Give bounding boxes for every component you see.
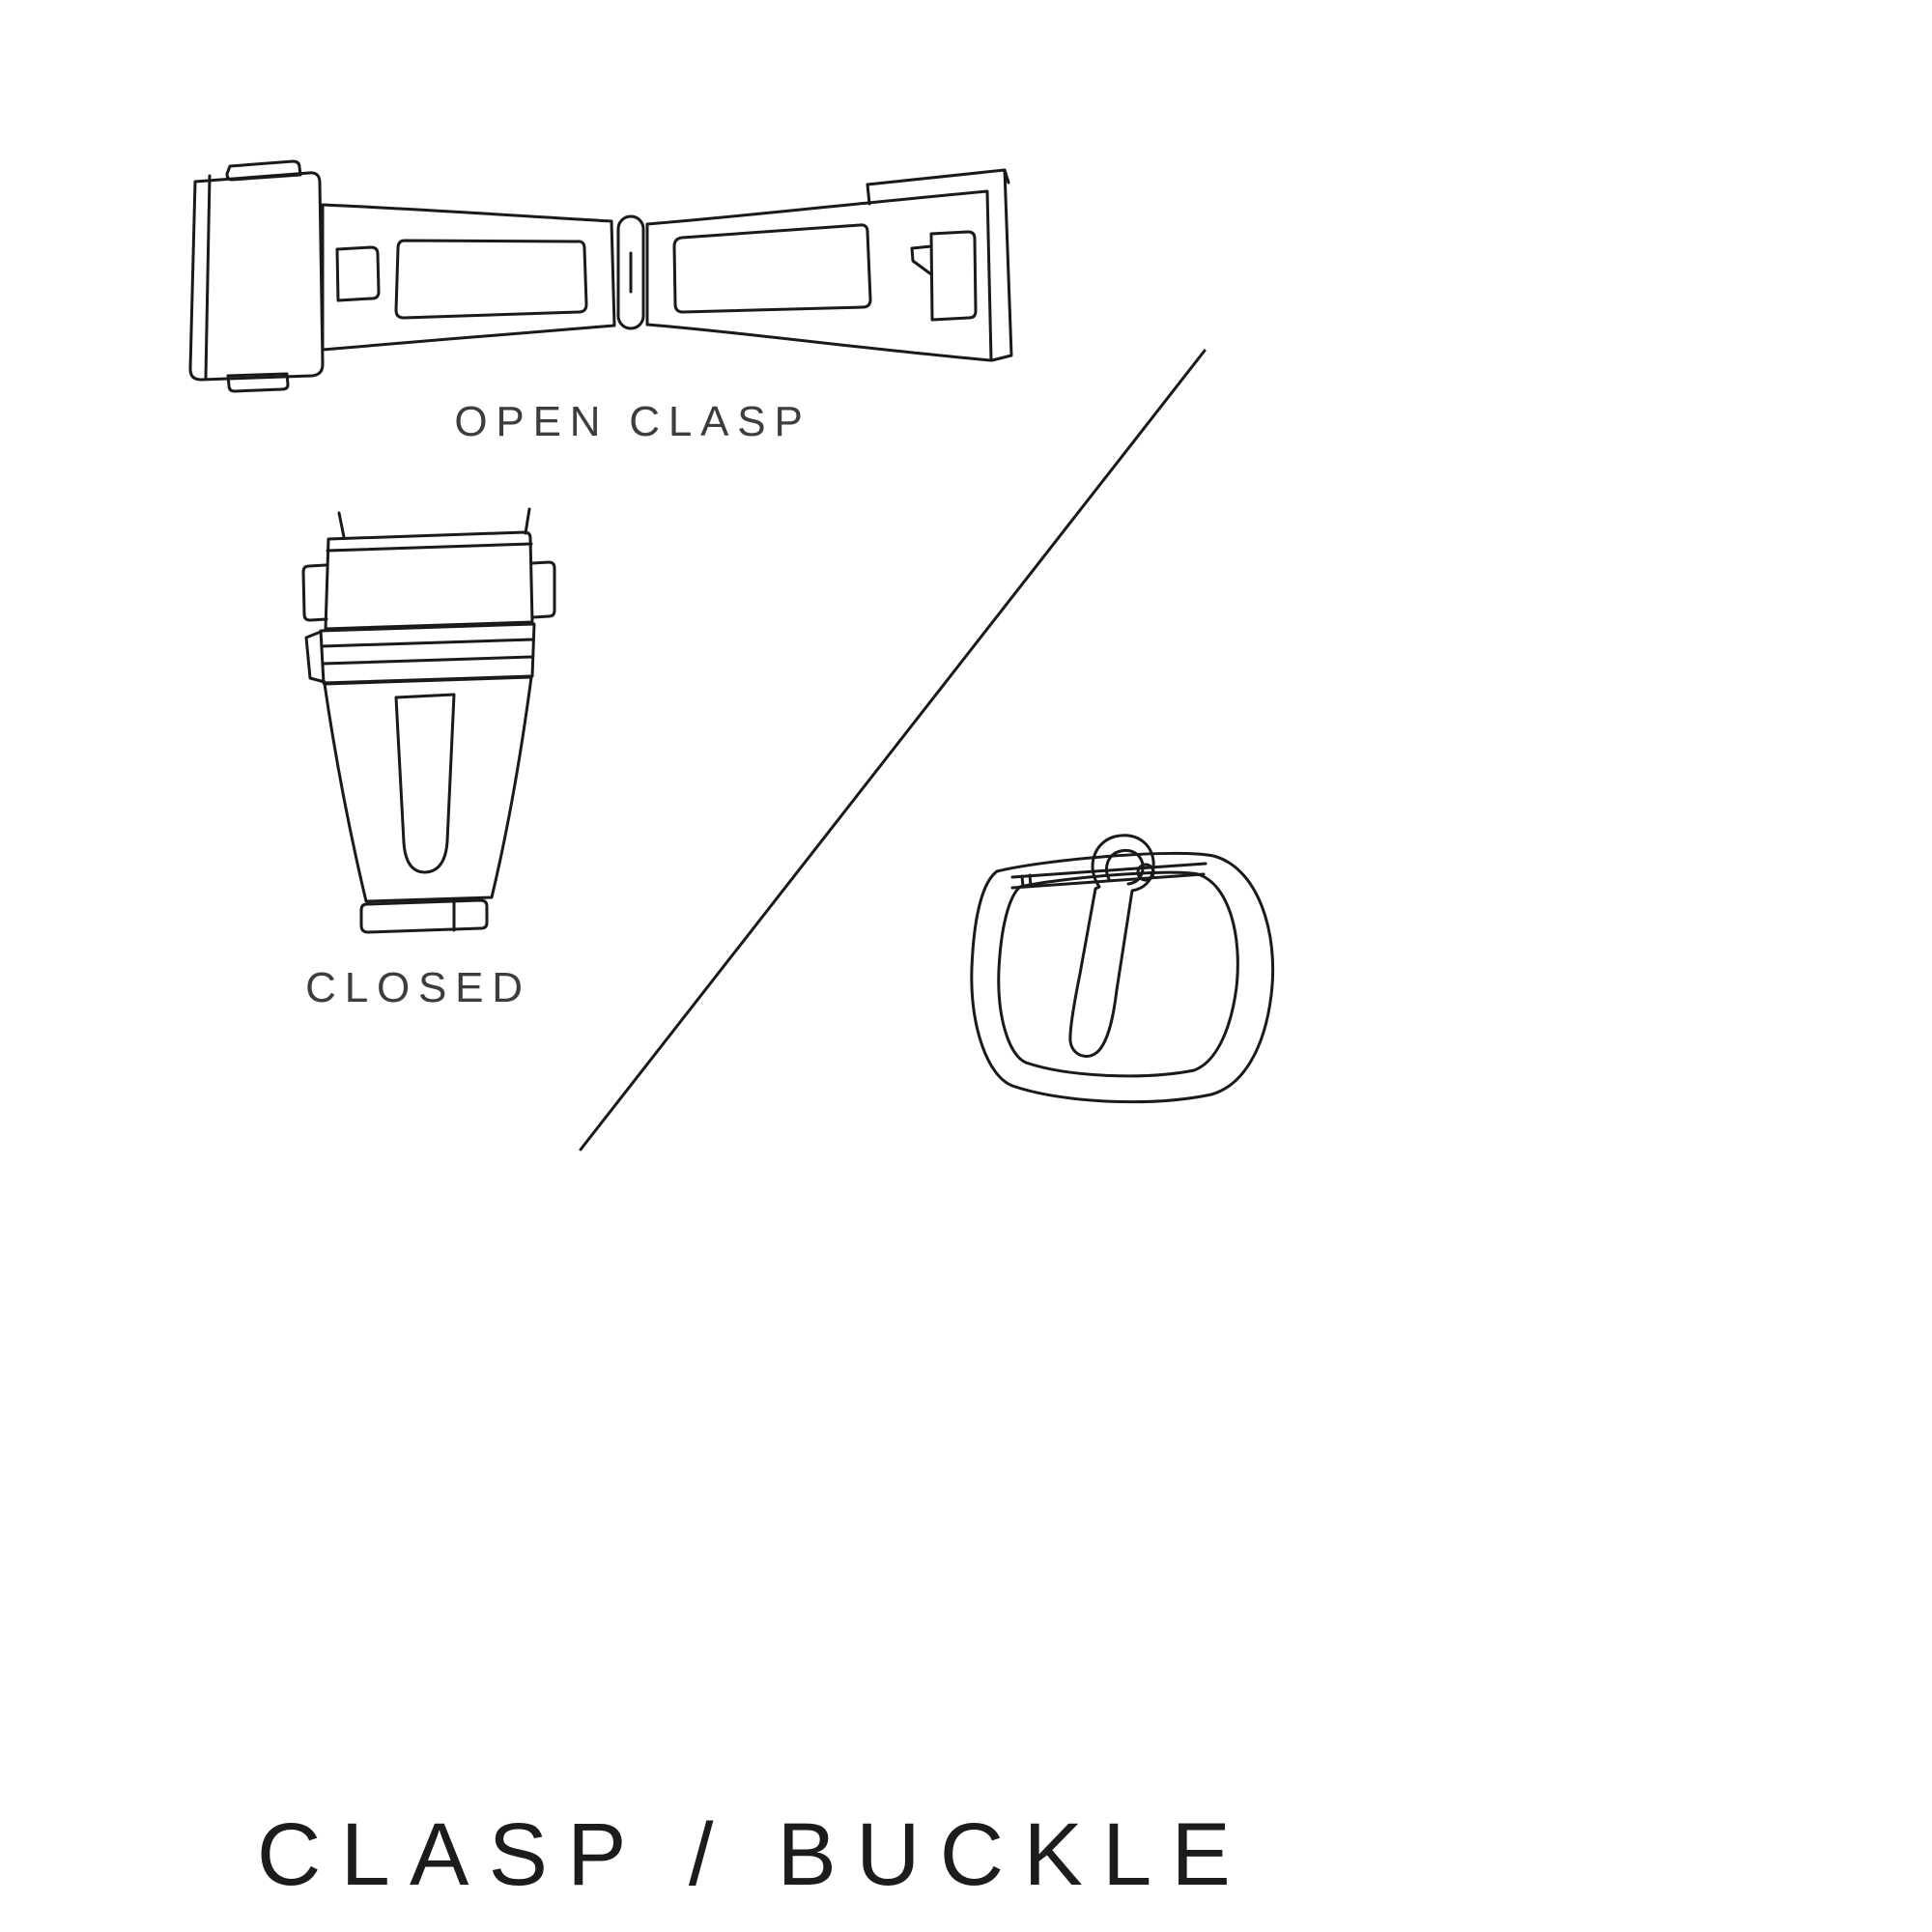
open-clasp-left-block-bottom-tab <box>226 372 290 393</box>
open-clasp-left-arm-window <box>394 239 588 320</box>
buckle-frame-outer <box>970 851 1275 1104</box>
divider-line <box>579 349 1207 1151</box>
closed-clasp-right-ear <box>530 560 556 619</box>
buckle-pin-spring-tick-1 <box>1020 874 1025 889</box>
open-clasp-left-block <box>188 171 325 382</box>
page-title: CLASP / BUCKLE <box>256 1805 1251 1904</box>
buckle-frame-inner <box>997 870 1239 1078</box>
open-clasp-hinge <box>616 214 645 330</box>
buckle-illustration <box>970 834 1275 1104</box>
open-clasp-right-arm-window <box>672 223 872 314</box>
closed-clasp-band-left-tab <box>304 630 327 684</box>
open-clasp-left-block-edge <box>204 174 212 380</box>
closed-clasp-label: CLOSED <box>305 964 531 1011</box>
closed-clasp-right-prong <box>524 507 531 535</box>
closed-clasp-top-block-lid-line <box>326 542 533 553</box>
buckle-pin-spring-tick-2 <box>1028 873 1033 888</box>
buckle-tongue <box>1068 834 1155 1058</box>
buckle-pin-bar-bottom <box>1010 872 1206 890</box>
closed-clasp-body <box>323 675 533 903</box>
open-clasp-left-block-top-tab <box>225 159 302 182</box>
closed-clasp-left-prong <box>337 511 346 539</box>
open-clasp-right-plate-step <box>866 183 871 206</box>
open-clasp-label: OPEN CLASP <box>454 398 811 445</box>
closed-clasp-left-ear <box>301 563 328 622</box>
closed-clasp-illustration <box>301 507 556 934</box>
open-clasp-catch-hook <box>910 244 933 276</box>
open-clasp-right-arm <box>645 189 993 362</box>
open-clasp-illustration <box>188 159 1013 393</box>
closed-clasp-body-channel <box>394 693 456 874</box>
closed-clasp-band <box>319 622 536 685</box>
open-clasp-right-plate-edge <box>990 168 1013 362</box>
closed-clasp-band-line-2 <box>321 655 534 666</box>
closed-clasp-bottom-bar <box>359 898 489 934</box>
divider-line-stroke <box>579 349 1207 1151</box>
open-clasp-left-arm-notch <box>335 245 381 302</box>
open-clasp-left-arm <box>321 203 616 352</box>
buckle-pin-bar-top <box>1010 862 1208 879</box>
closed-clasp-top-block <box>324 530 534 631</box>
closed-clasp-band-line-1 <box>320 638 535 648</box>
open-clasp-catch <box>929 230 978 322</box>
buckle-tongue-loop-inner <box>1105 848 1145 886</box>
open-clasp-right-plate-top <box>866 168 1010 186</box>
